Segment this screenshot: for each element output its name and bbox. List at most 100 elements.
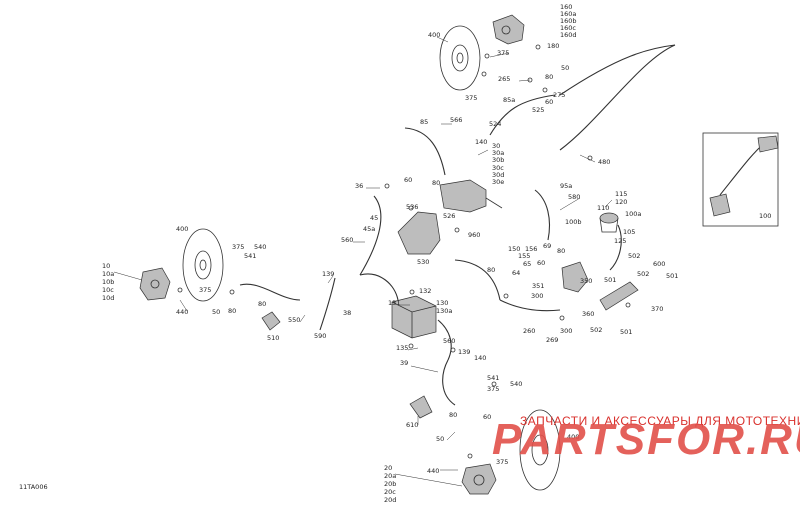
callout-label: 160a — [560, 10, 576, 18]
callout-label: 160b — [560, 17, 577, 25]
callout-label: 131 — [388, 299, 400, 307]
callout-label: 275 — [553, 91, 565, 99]
callout-label: 541 — [244, 252, 256, 260]
callout-label: 502 — [637, 270, 649, 278]
callout-label: 39 — [400, 359, 408, 367]
callout-label: 80 — [449, 411, 457, 419]
callout-label: 20b — [384, 480, 396, 488]
callout-label: 560 — [341, 236, 353, 244]
callout-label: 540 — [510, 380, 522, 388]
callout-label: 530 — [417, 258, 429, 266]
callout-label: 501 — [666, 272, 678, 280]
callout-label: 300 — [560, 327, 572, 335]
callout-label: 580 — [568, 193, 580, 201]
leader-lines — [113, 36, 613, 487]
callout-label: 50 — [436, 435, 444, 443]
callout-label: 38 — [343, 309, 351, 317]
callout-label: 610 — [406, 421, 418, 429]
master-cylinder — [439, 179, 503, 213]
callout-label: 69 — [543, 242, 551, 250]
caliper-left — [139, 267, 171, 301]
callout-label: 501 — [604, 276, 616, 284]
callout-label: 85 — [420, 118, 428, 126]
callout-label: 10d — [102, 294, 114, 302]
callout-label: 105 — [623, 228, 635, 236]
callout-label: 260 — [523, 327, 535, 335]
callout-label: 440 — [176, 308, 188, 316]
callout-label: 400 — [428, 31, 440, 39]
callout-label: 560 — [443, 337, 455, 345]
callout-label: 20c — [384, 488, 396, 496]
callout-label: 10b — [102, 278, 114, 286]
callout-label: 36 — [355, 182, 363, 190]
callout-label: 10 — [102, 262, 110, 270]
rear-brake-disc — [519, 409, 561, 491]
callout-label: 400 — [176, 225, 188, 233]
callout-label: 85a — [503, 96, 515, 104]
callout-label: 125 — [614, 237, 626, 245]
sensor-rear — [409, 395, 433, 419]
callout-label: 60 — [545, 98, 553, 106]
callout-label: 375 — [199, 286, 211, 294]
callout-label: 360 — [582, 310, 594, 318]
callout-label: 64 — [512, 269, 520, 277]
callout-label: 480 — [598, 158, 610, 166]
front-brake-disc-left — [182, 228, 224, 302]
fluid-reservoir — [599, 212, 619, 233]
callout-label: 80 — [258, 300, 266, 308]
callout-label: 370 — [651, 305, 663, 313]
callout-label: 10c — [102, 286, 114, 294]
callout-label: 160d — [560, 31, 577, 39]
callout-label: 20 — [384, 464, 392, 472]
callout-label: 150 — [508, 245, 520, 253]
callout-label: 120 — [615, 198, 627, 206]
callout-label: 50 — [212, 308, 220, 316]
callout-label: 65 — [523, 260, 531, 268]
callout-label: 95a — [560, 182, 572, 190]
callout-label: 526 — [443, 212, 455, 220]
callout-label: 132 — [419, 287, 431, 295]
callout-label: 525 — [532, 106, 544, 114]
fasteners — [177, 44, 631, 459]
callout-label: 20d — [384, 496, 396, 504]
callout-label: 269 — [546, 336, 558, 344]
caliper-rear — [461, 463, 497, 495]
callout-label: 45 — [370, 214, 378, 222]
callout-label: 100b — [565, 218, 582, 226]
callout-label: 80 — [557, 247, 565, 255]
callout-label: 600 — [653, 260, 665, 268]
callout-label: 351 — [532, 282, 544, 290]
callout-label: 375 — [232, 243, 244, 251]
callout-label: 265 — [498, 75, 510, 83]
front-brake-disc-top — [439, 25, 481, 91]
callout-label: 80 — [545, 73, 553, 81]
callout-label: 10a — [102, 270, 114, 278]
callout-label: 375 — [487, 385, 499, 393]
callout-label: 960 — [468, 231, 480, 239]
callout-label: 375 — [497, 49, 509, 57]
callout-label: 440 — [427, 467, 439, 475]
callout-label: 540 — [254, 243, 266, 251]
callout-label: 502 — [628, 252, 640, 260]
diagram-reference-code: 11TA006 — [19, 483, 48, 491]
callout-label: 510 — [267, 334, 279, 342]
detail-inset — [702, 132, 779, 227]
callout-label: 80 — [228, 307, 236, 315]
callout-label: 502 — [590, 326, 602, 334]
callout-label: 60 — [404, 176, 412, 184]
callout-label: 140 — [475, 138, 487, 146]
callout-label: 139 — [322, 270, 334, 278]
callout-label: 30e — [492, 178, 504, 186]
callout-label: 139 — [458, 348, 470, 356]
callout-label: 524 — [489, 120, 501, 128]
callout-label: 375 — [465, 94, 477, 102]
callout-label: 160 — [560, 3, 572, 11]
callout-label: 180 — [547, 42, 559, 50]
abs-module — [391, 295, 437, 339]
callout-label: 590 — [314, 332, 326, 340]
callout-label: 300 — [531, 292, 543, 300]
callout-label: 60 — [483, 413, 491, 421]
callout-label: 130a — [436, 307, 452, 315]
